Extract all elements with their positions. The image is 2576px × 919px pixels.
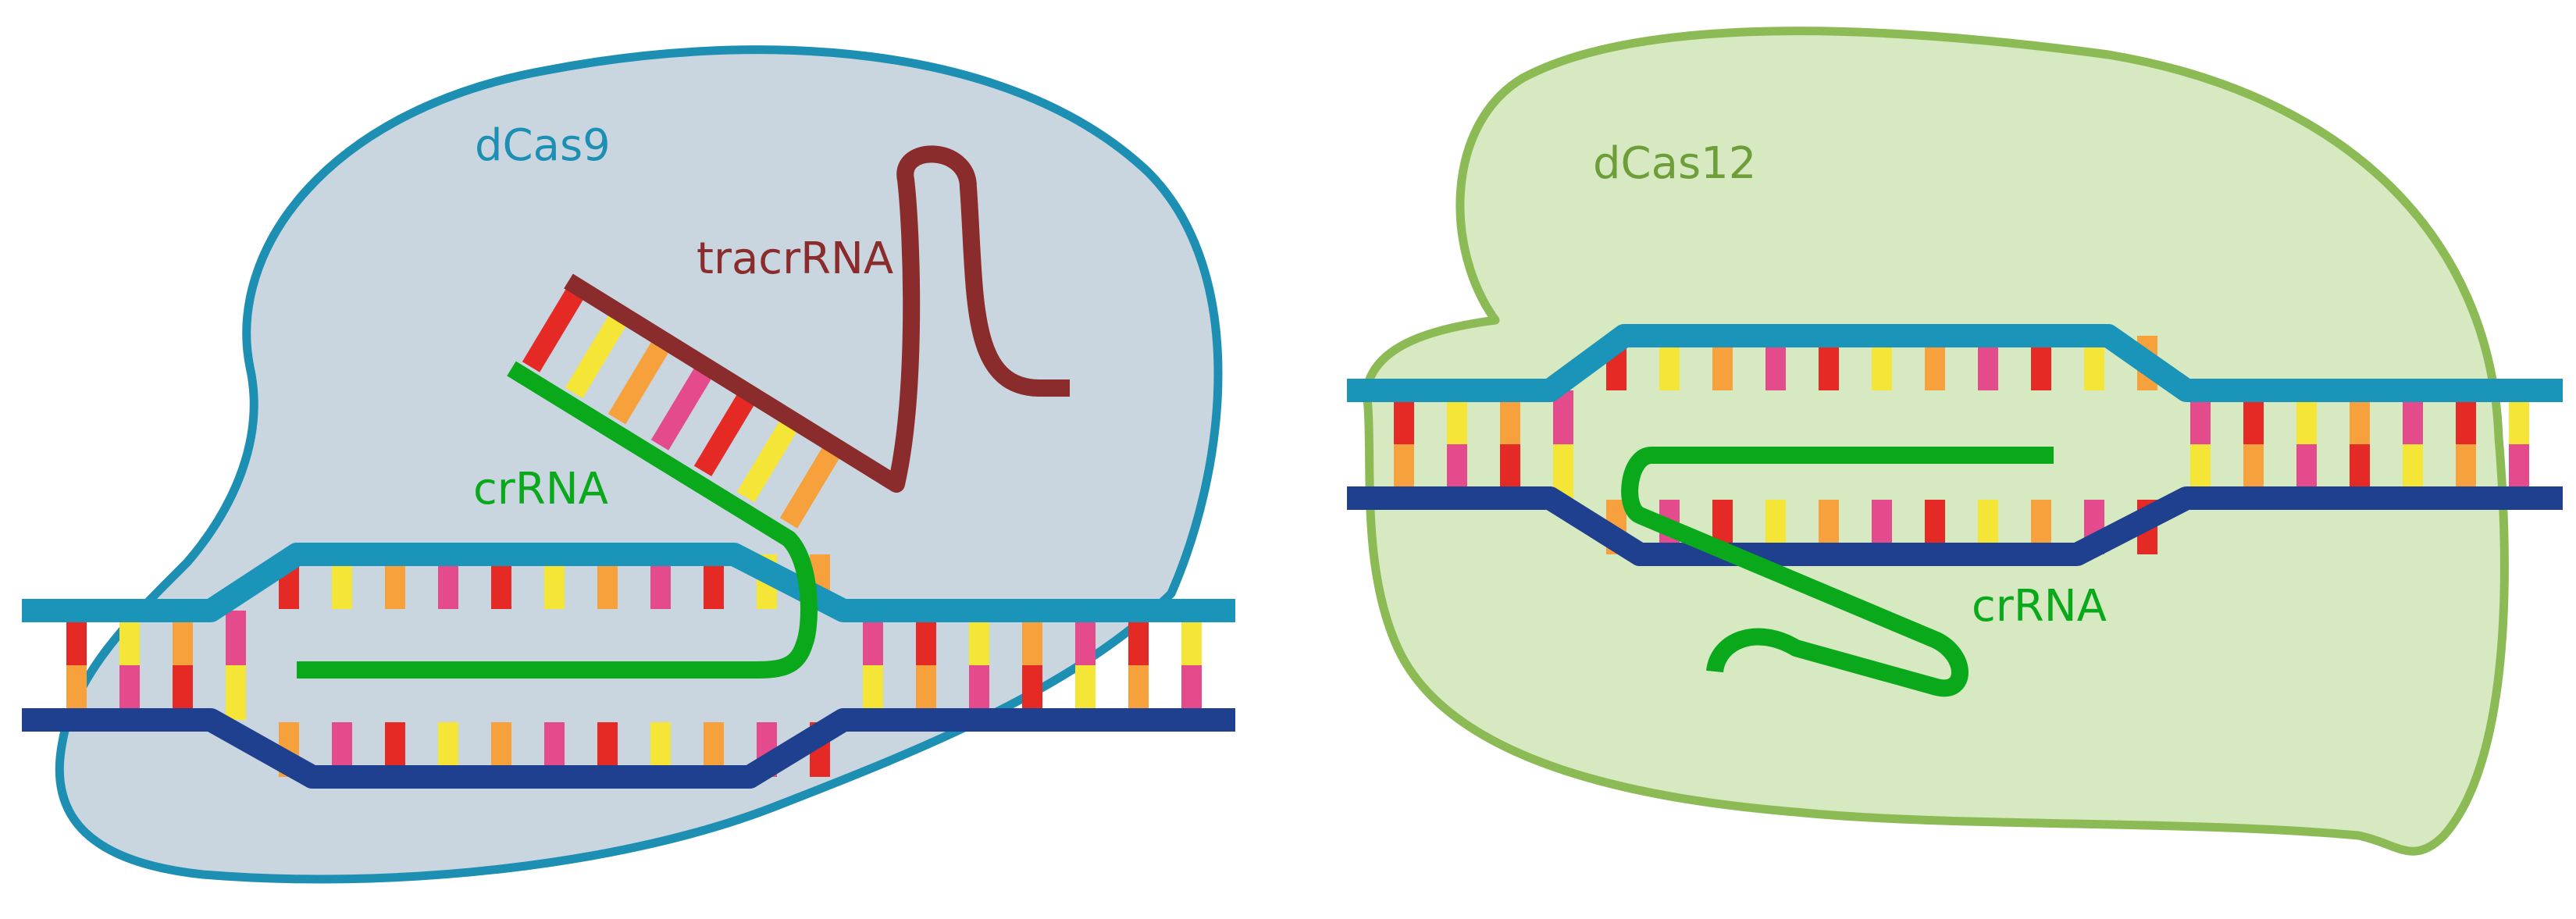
dcas9-protein-blob xyxy=(55,45,1223,884)
duplex-base-pair xyxy=(693,387,759,477)
duplex-base-pair xyxy=(650,362,716,451)
dcas12-label: dCas12 xyxy=(1593,138,1756,189)
dcas12-crrna-strand xyxy=(1621,447,2054,697)
duplex-base-pair xyxy=(779,440,845,529)
duplex-base-pair xyxy=(607,335,673,425)
tracrrna-label: tracrRNA xyxy=(697,233,893,284)
dcas9-guide-duplex-bases xyxy=(522,283,845,529)
dcas12-dna-bottom-strand xyxy=(1347,486,2563,566)
dcas12-panel: dCas12 crRNA xyxy=(1347,27,2563,856)
dcas9-dna-bottom-strand xyxy=(22,708,1235,789)
dcas12-protein-blob xyxy=(1362,27,2509,856)
dcas9-crrna-strand xyxy=(297,361,818,679)
dcas9-panel: dCas9 tracrRNA crRNA xyxy=(22,45,1235,884)
dcas9-label: dCas9 xyxy=(475,120,611,171)
base-pair xyxy=(226,665,246,720)
duplex-base-pair xyxy=(522,283,587,372)
dcas9-crrna-label: crRNA xyxy=(473,464,608,515)
dcas9-dna-top-strand xyxy=(22,543,1235,622)
dcas12-dna-top-strand xyxy=(1347,324,2563,402)
base-pair xyxy=(226,611,246,665)
dcas12-crrna-label: crRNA xyxy=(1972,581,2107,632)
duplex-base-pair xyxy=(736,413,802,503)
duplex-base-pair xyxy=(565,309,630,399)
tracrrna-strand xyxy=(564,145,1070,493)
